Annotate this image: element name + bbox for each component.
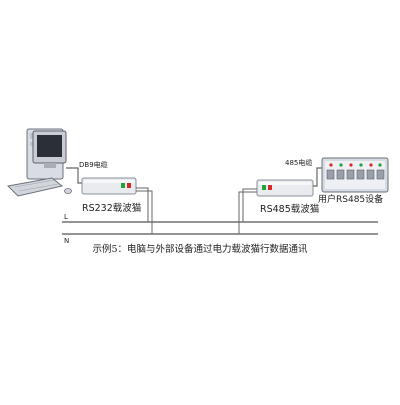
computer-icon — [6, 128, 72, 197]
led-red-icon — [127, 183, 131, 188]
db9-cable: DB9电缆 — [66, 160, 108, 184]
modem-right-power-cable — [238, 188, 257, 234]
led-green-icon — [121, 183, 125, 188]
modem-right-label: RS485载波猫 — [260, 203, 319, 215]
led-red-icon — [268, 185, 272, 190]
line-N-label: N — [64, 237, 69, 245]
modem-left-power-cable — [136, 187, 153, 234]
diagram-caption: 示例5：电脑与外部设备通过电力载波猫行数据通讯 — [92, 243, 308, 255]
user-device-icon: 用户RS485设备 — [318, 157, 389, 205]
modem-left-label: RS232载波猫 — [82, 202, 141, 214]
line-L-label: L — [64, 213, 68, 221]
user-device-label: 用户RS485设备 — [318, 193, 383, 205]
cable-485-label: 485电缆 — [285, 158, 312, 167]
db9-cable-label: DB9电缆 — [79, 160, 108, 169]
power-lines: L N — [62, 213, 378, 245]
modem-right-icon: RS485载波猫 — [256, 179, 319, 215]
modem-left-icon: RS232载波猫 — [81, 177, 141, 214]
cable-485: 485电缆 — [285, 158, 324, 187]
led-green-icon — [262, 185, 266, 190]
